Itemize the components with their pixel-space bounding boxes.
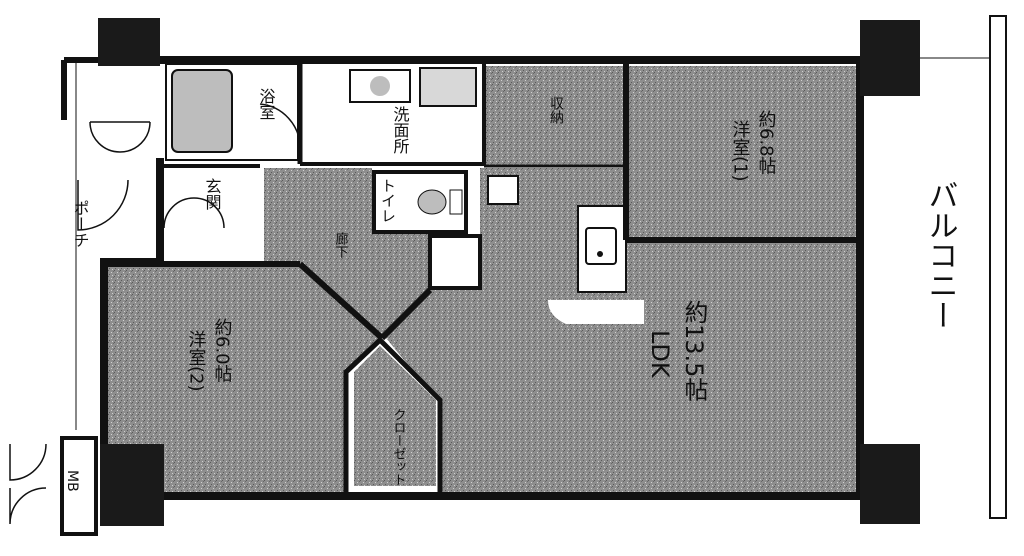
outer-wall xyxy=(100,56,864,500)
room2-diag-wall xyxy=(297,261,385,341)
ldk-floor xyxy=(386,168,858,492)
washroom-label: 洗面所 xyxy=(391,106,410,154)
west-corridor-wall xyxy=(61,57,160,120)
storage-top-label: 収納 xyxy=(548,96,564,125)
labels: 浴室 洗面所 トイレ 玄関 ポーチ 廊下 収納 洋室(1) 約6.8帖 洋室(2… xyxy=(64,88,958,492)
western-room-2-floor xyxy=(104,264,382,492)
entrance-inner-swing xyxy=(163,197,225,229)
column-bottom-right xyxy=(860,444,920,524)
bath-door-swing xyxy=(259,103,301,149)
kitchen-sink xyxy=(585,227,617,265)
balcony-label: バルコニー xyxy=(923,180,958,330)
ldk-label: LDK xyxy=(646,330,674,379)
porch-label: ポーチ xyxy=(71,200,90,248)
hall-label: 廊下 xyxy=(333,231,349,258)
column-top-right xyxy=(860,20,920,96)
column-top-left xyxy=(98,18,160,66)
ldk-size: 約13.5帖 xyxy=(680,300,708,402)
meter-box xyxy=(60,436,98,536)
balcony-rail xyxy=(989,15,1007,519)
entrance-floor xyxy=(164,170,260,260)
hall-diag-wall xyxy=(379,287,433,341)
storage-top-floor xyxy=(486,66,626,166)
closet-label: クローゼット xyxy=(391,408,407,486)
western-room-2-label: 洋室(2) xyxy=(186,330,207,392)
sink-drain xyxy=(597,251,603,257)
bathtub xyxy=(171,69,233,153)
toilet-bowl xyxy=(417,189,447,215)
meter-box-label: MB xyxy=(64,470,80,492)
columns xyxy=(98,18,920,526)
kitchen-bay xyxy=(548,300,644,324)
balcony-area xyxy=(920,15,1007,519)
fridge-space xyxy=(428,234,482,290)
closet-wall xyxy=(343,336,443,492)
western-room-1-label: 洋室(1) xyxy=(730,120,751,182)
washing-machine xyxy=(419,67,477,107)
doors xyxy=(9,103,301,525)
toilet-tank xyxy=(449,189,463,215)
room-fills xyxy=(104,66,858,492)
closet-floor xyxy=(354,346,436,486)
fixtures xyxy=(171,67,617,265)
western-room-1-size: 約6.8帖 xyxy=(756,110,777,175)
toilet-label: トイレ xyxy=(379,178,397,223)
washbasin-bowl xyxy=(370,76,390,96)
bath-label: 浴室 xyxy=(257,88,276,120)
entrance-label: 玄関 xyxy=(203,178,222,211)
stove xyxy=(487,175,519,205)
porch-door-swing xyxy=(89,121,151,153)
western-room-2-size: 約6.0帖 xyxy=(212,318,233,383)
entrance-door-swing xyxy=(77,179,129,231)
western-room-1-floor xyxy=(626,66,858,238)
hall-floor xyxy=(264,168,430,338)
mb-door-swing xyxy=(9,443,47,525)
column-bottom-left xyxy=(100,444,164,526)
